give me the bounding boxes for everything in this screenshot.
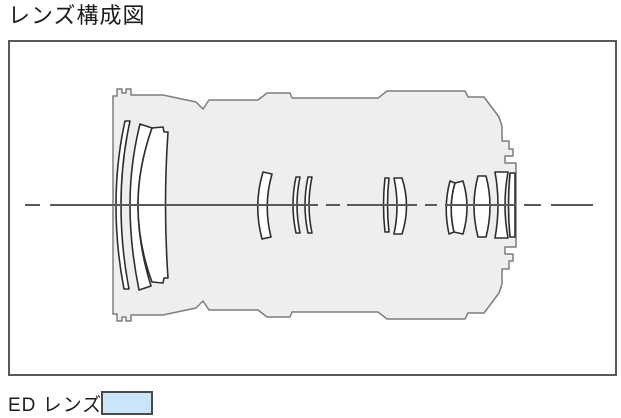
ed-lens-label: ED レンズ [8,395,103,416]
diagram-frame [8,40,617,376]
ed-lens-swatch [101,391,153,415]
lens-element-11 [473,175,491,238]
lens-element-10 [450,180,468,235]
page-title: レンズ構成図 [8,3,146,28]
lens-element-1 [115,120,131,290]
